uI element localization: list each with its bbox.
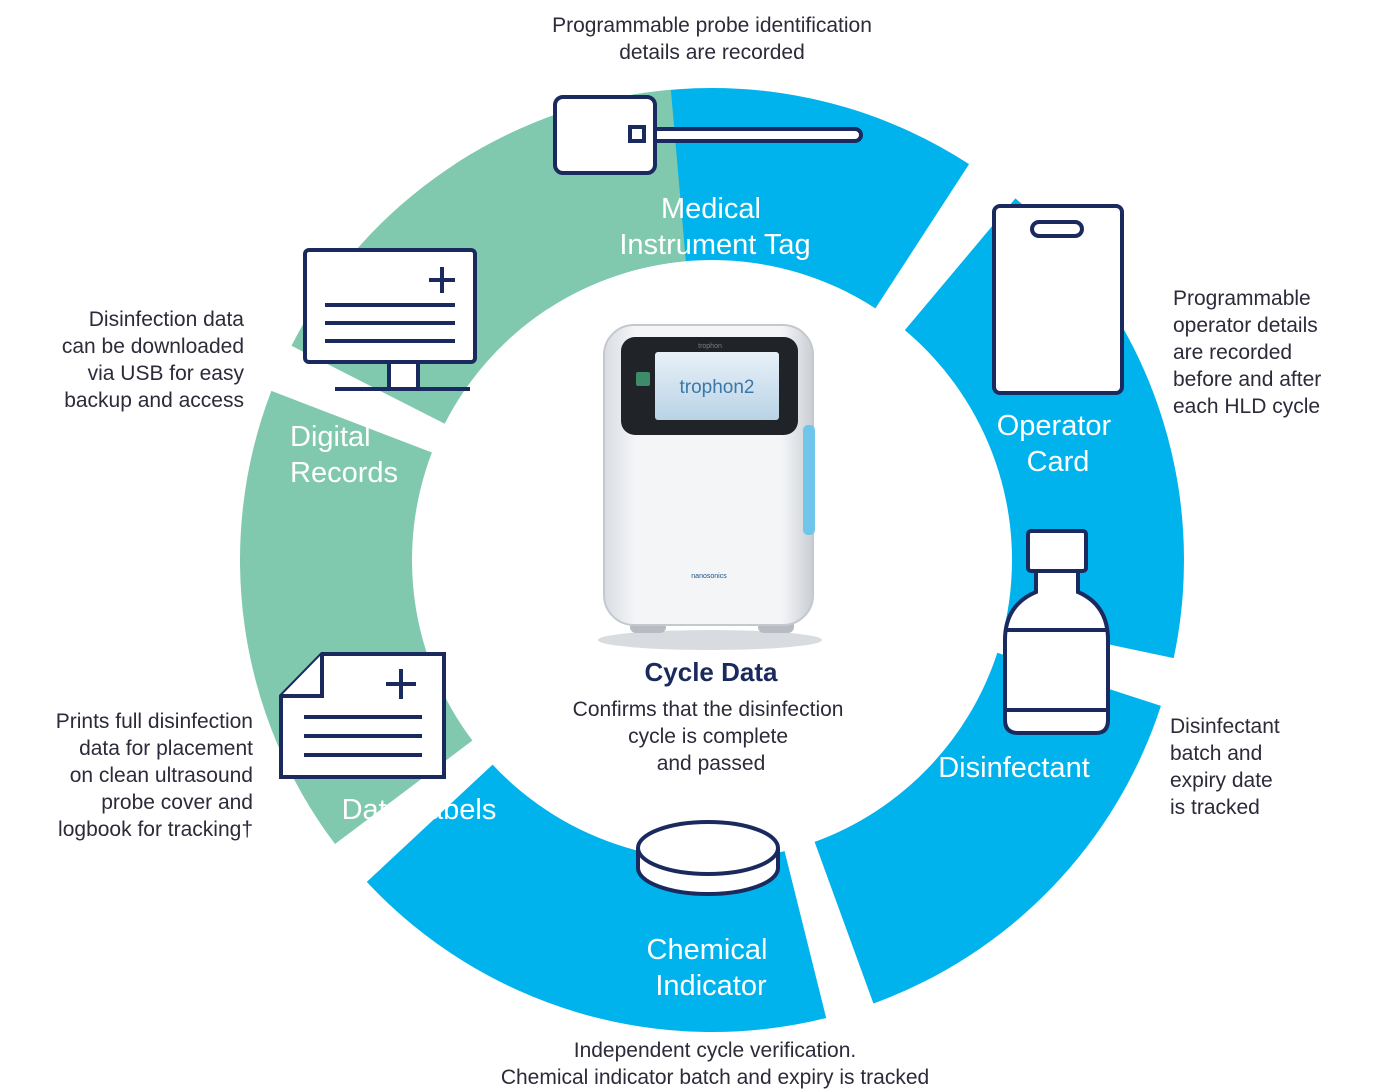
segment-label-chemical-indicator: Chemical Indicator [647, 934, 776, 1002]
device-brand-text: nanosonics [691, 573, 727, 580]
ring-segment-disinfectant [814, 652, 1161, 1004]
segment-label-medical-instrument-tag: Medical Instrument Tag [619, 193, 810, 261]
ring-segment-chemical-indicator [366, 764, 827, 1032]
segment-label-digital-records: Digital Records [290, 421, 398, 489]
device-screen-text: trophon2 [679, 377, 754, 398]
monitor-icon [303, 248, 477, 391]
segment-label-disinfectant: Disinfectant [938, 752, 1090, 784]
card-icon [992, 204, 1124, 395]
cycle-data-title: Cycle Data [645, 657, 778, 687]
device-top-text: trophon [698, 343, 722, 350]
segment-label-data-labels: Data Labels [342, 794, 497, 826]
description-disinfectant: Disinfectant batch and expiry date is tr… [1170, 715, 1280, 819]
description-digital-records: Disinfection data can be downloaded via … [61, 308, 244, 412]
disc-icon [636, 820, 780, 896]
tag-icon [553, 95, 863, 175]
document-icon [279, 652, 446, 779]
cycle-data-description: Confirms that the disinfection cycle is … [573, 698, 850, 775]
bottle-icon [1003, 529, 1110, 735]
trophon2-device: trophon2 trophon nanosonics [598, 324, 822, 650]
description-medical-instrument-tag: Programmable probe identification detail… [552, 14, 872, 64]
description-chemical-indicator: Independent cycle verification. Chemical… [500, 1039, 930, 1089]
description-data-labels: Prints full disinfection data for placem… [55, 710, 253, 841]
segment-label-operator-card: Operator Card [997, 410, 1120, 478]
description-operator-card: Programmable operator details are record… [1173, 287, 1322, 418]
